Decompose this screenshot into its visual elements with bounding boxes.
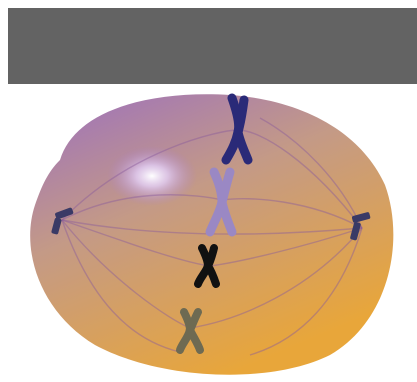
cell-highlight xyxy=(107,146,197,206)
